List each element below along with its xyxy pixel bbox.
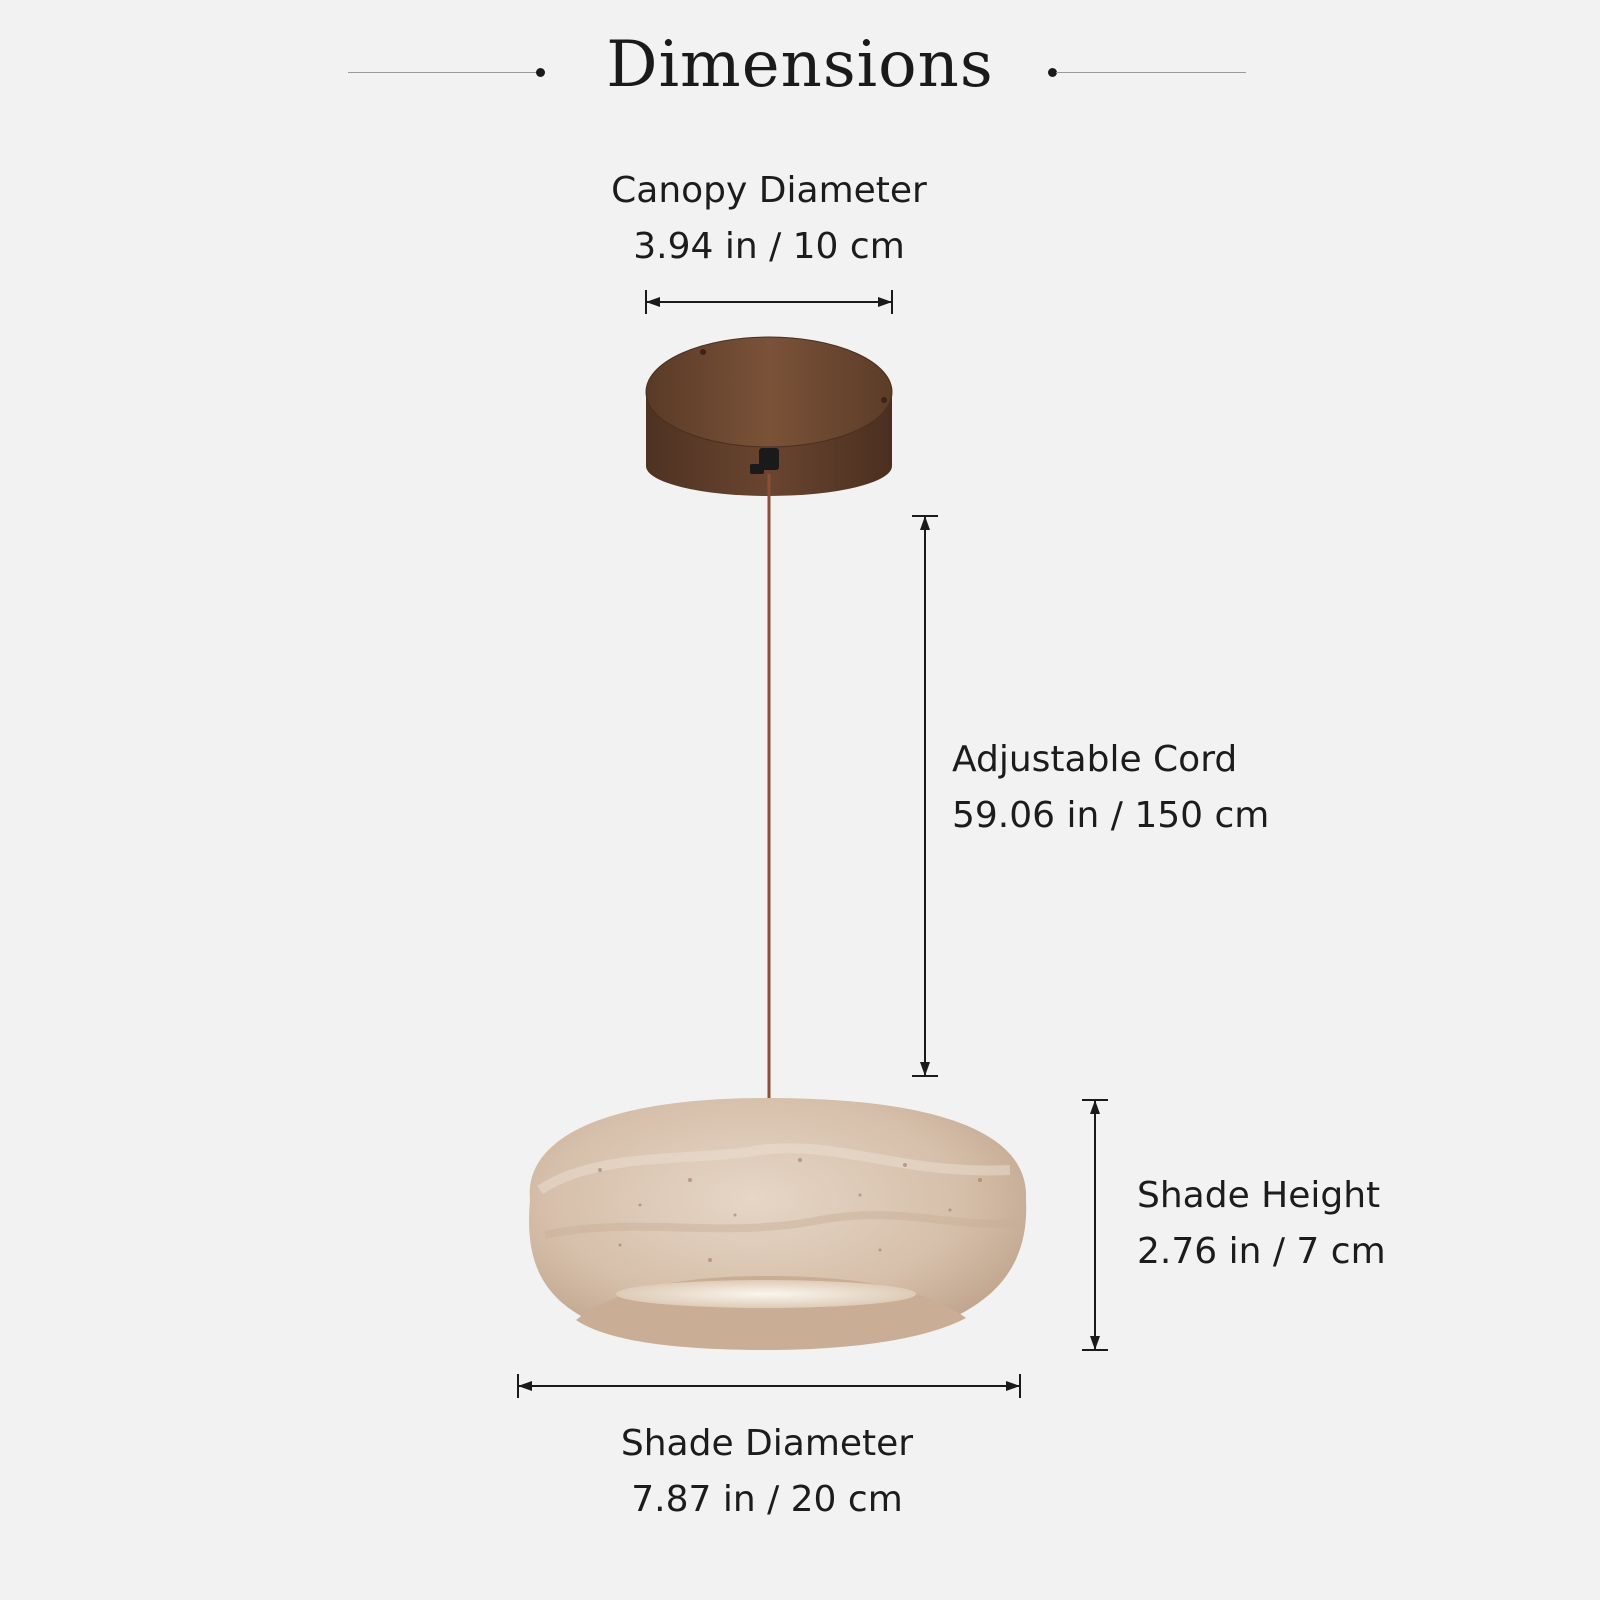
- shade-diameter-dimension-arrow: [517, 1374, 1021, 1398]
- lamp-shade: [529, 1098, 1027, 1350]
- shade-diameter-value: 7.87 in / 20 cm: [631, 1479, 903, 1520]
- cord-label: Adjustable Cord: [952, 739, 1238, 780]
- canopy-dimension-arrow: [645, 290, 893, 314]
- title-rule-right: [1056, 72, 1246, 73]
- shade-height-label: Shade Height: [1137, 1175, 1381, 1216]
- canopy: [645, 336, 893, 496]
- title-rule-right-dot: [1048, 68, 1057, 77]
- canopy-dimension-label: Canopy Diameter 3.94 in / 10 cm: [569, 163, 969, 275]
- cord-dimension-label: Adjustable Cord 59.06 in / 150 cm: [952, 732, 1269, 844]
- shade-height-dimension-arrow: [1082, 1099, 1108, 1351]
- title-rule-left-dot: [536, 68, 545, 77]
- title-rule-left: [348, 72, 538, 73]
- page-title: Dimensions: [606, 28, 994, 102]
- cord-dimension-arrow: [912, 515, 938, 1077]
- canopy-value: 3.94 in / 10 cm: [633, 226, 905, 267]
- shade-height-value: 2.76 in / 7 cm: [1137, 1231, 1386, 1272]
- canopy-label: Canopy Diameter: [611, 170, 927, 211]
- shade-diameter-dimension-label: Shade Diameter 7.87 in / 20 cm: [567, 1416, 967, 1528]
- shade-diameter-label: Shade Diameter: [620, 1423, 914, 1464]
- shade-height-dimension-label: Shade Height 2.76 in / 7 cm: [1137, 1168, 1386, 1280]
- cord-value: 59.06 in / 150 cm: [952, 795, 1270, 836]
